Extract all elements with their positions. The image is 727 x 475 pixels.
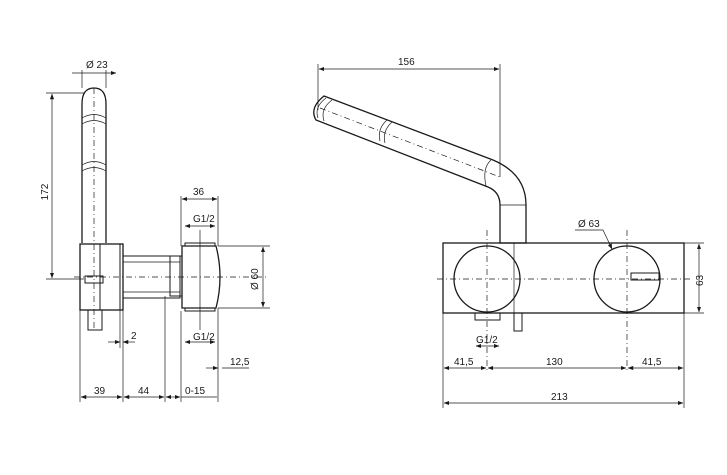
- dim-spout-diameter: Ø 23: [86, 60, 108, 71]
- dim-total-width: 213: [551, 392, 568, 403]
- spout-joint-b: [383, 121, 393, 144]
- front-stem: [513, 312, 523, 332]
- dim-right-margin: 41,5: [642, 357, 662, 368]
- dim-depth-range: 0-15: [185, 386, 205, 397]
- dim-offset: 12,5: [230, 357, 250, 368]
- side-stem: [87, 309, 103, 331]
- front-view: 156 Ø 63 63 G1/2 41,5 130 41,5 213: [313, 57, 706, 408]
- dim-plate-width: 36: [193, 187, 205, 198]
- dim-plate-height: 63: [695, 274, 706, 286]
- side-lever: [84, 275, 104, 284]
- front-wall-plate: [442, 242, 685, 314]
- dim-thread: G1/2: [476, 335, 498, 346]
- dim-depth-a: 39: [94, 386, 106, 397]
- dim-handle-diameter: Ø 63: [578, 219, 600, 230]
- dim-leader-d63-arrow: [602, 229, 613, 250]
- dim-spout-reach: 156: [398, 57, 415, 68]
- dim-height: 172: [40, 183, 51, 200]
- side-view: Ø 23 172 36 G1/2 Ø 60 G1/2 2 12,5: [40, 60, 270, 402]
- spout-joint-a: [378, 119, 388, 142]
- dim-body-diameter: Ø 60: [250, 268, 261, 290]
- spout-joint-2: [81, 120, 107, 125]
- dim-thread-top: G1/2: [193, 214, 215, 225]
- spout-joint-c: [484, 159, 492, 187]
- dim-depth-b: 44: [138, 386, 150, 397]
- dim-gap: 2: [131, 331, 137, 342]
- dim-left-margin: 41,5: [454, 357, 474, 368]
- spout-centerline: [319, 107, 501, 178]
- front-lever: [630, 272, 660, 281]
- spout-joint-3: [81, 161, 107, 166]
- front-spout: [313, 95, 527, 244]
- dim-thread-bottom: G1/2: [193, 332, 215, 343]
- side-body: [181, 245, 221, 309]
- dim-center-distance: 130: [546, 357, 563, 368]
- front-outlet: [474, 312, 501, 321]
- spout-tip-2: [322, 99, 333, 122]
